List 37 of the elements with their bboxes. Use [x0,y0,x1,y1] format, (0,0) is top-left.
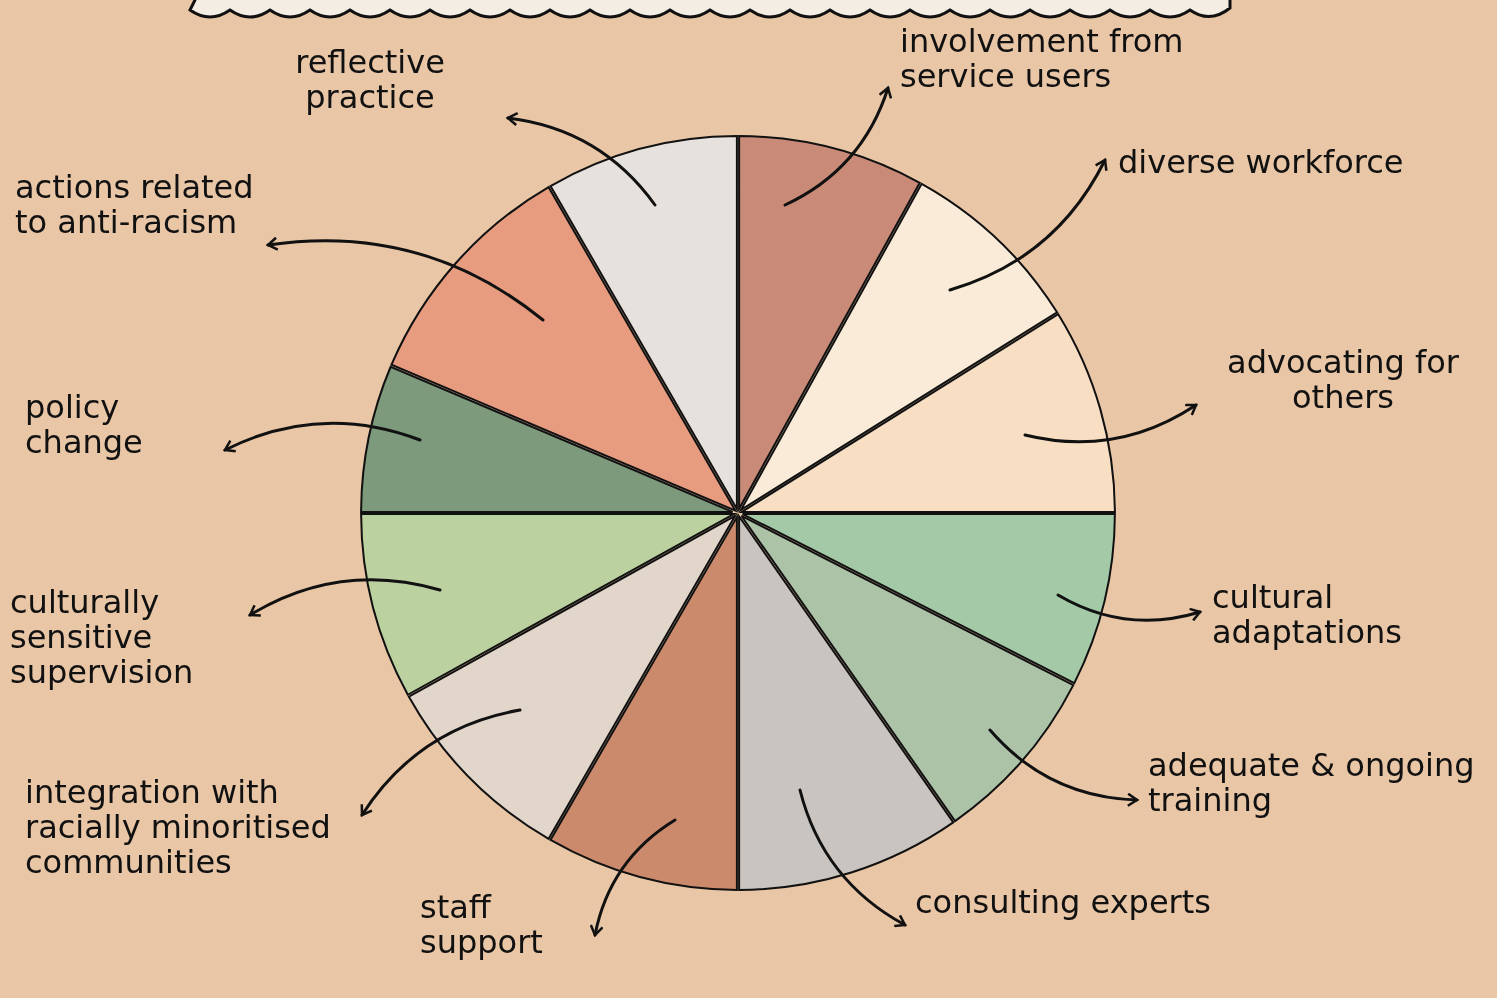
pie-slice [738,515,955,891]
arrow [948,158,1108,292]
callout-label: culturally sensitive supervision [10,585,245,691]
arrow [1023,403,1198,444]
pie-slice [740,313,1116,513]
arrow [360,708,522,817]
pie-slice [738,135,921,510]
pie-slice [549,516,738,891]
pie-slice [360,365,734,513]
arrow [589,818,677,937]
arrow [783,86,892,207]
pie-slice [407,514,737,840]
pie-slice [390,186,737,512]
pie-slice [740,515,1075,823]
callout-label: consulting experts [915,885,1215,921]
arrow [506,112,657,207]
callout-label: cultural adaptations [1212,580,1482,651]
callout-label: actions related to anti-racism [15,170,255,241]
arrow [798,788,907,927]
callout-label: advocating for others [1208,345,1478,416]
callout-label: adequate & ongoing training [1148,748,1488,819]
pie-slice [740,182,1059,511]
callout-label: diverse workforce [1118,145,1418,181]
arrow [266,236,545,322]
callout-label: policy change [25,390,215,461]
pie-slice [741,513,1116,685]
pie-slice [360,513,735,696]
pie-slice [549,135,738,510]
callout-label: staff support [420,890,590,961]
arrow [223,421,422,453]
arrow [1056,593,1202,622]
callout-label: involvement from service users [900,24,1290,95]
callout-label: integration with racially minoritised communities [25,775,365,881]
callout-label: reflective practice [250,45,490,116]
title-banner [188,0,1232,19]
arrow [988,728,1139,807]
arrow [248,578,442,618]
